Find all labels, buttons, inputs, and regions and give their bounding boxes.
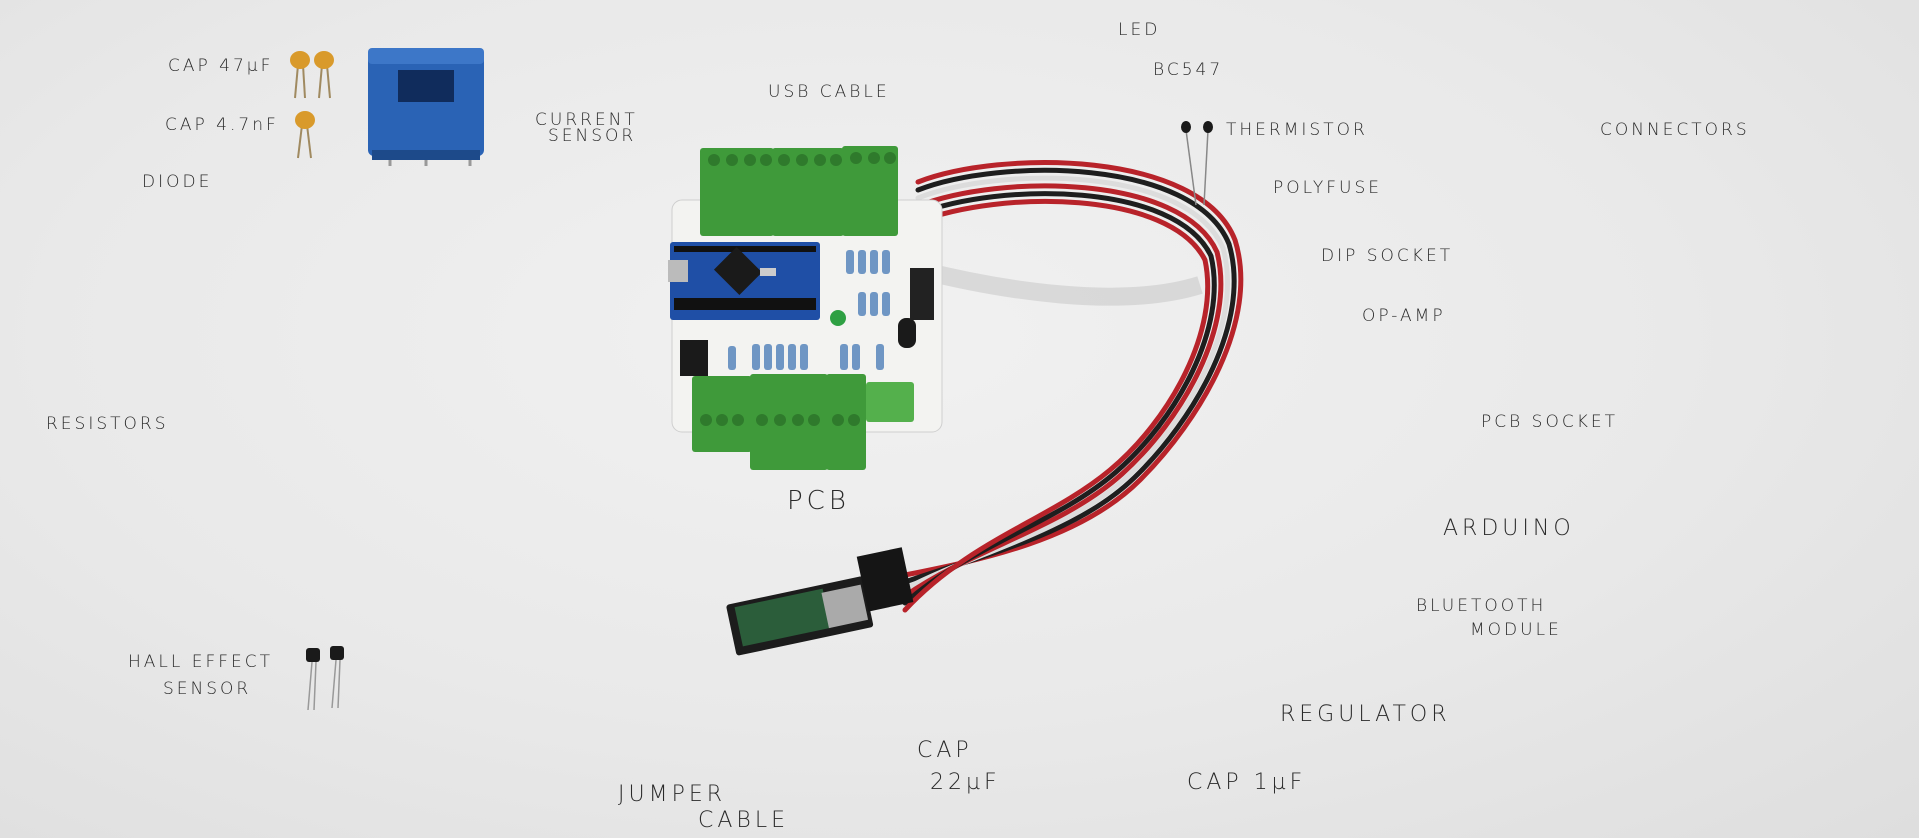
label-op-amp: OP-AMP bbox=[1362, 306, 1446, 326]
ceramic-capacitor-single bbox=[295, 111, 315, 159]
label-regulator: REGULATOR bbox=[1280, 702, 1451, 727]
label-thermistor: THERMISTOR bbox=[1226, 120, 1368, 140]
label-resistors: RESISTORS bbox=[46, 414, 169, 434]
label-jumper: JUMPER bbox=[618, 782, 727, 807]
label-cap-22uf: 22µF bbox=[930, 770, 1001, 795]
label-pcb: PCB bbox=[787, 486, 850, 516]
label-hall-effect-1: HALL EFFECT bbox=[128, 652, 274, 672]
bluetooth-module-part bbox=[726, 547, 914, 656]
ribbon-cable bbox=[902, 160, 1244, 613]
label-cap-47nf: CAP 4.7nF bbox=[165, 115, 279, 135]
label-arduino: ARDUINO bbox=[1443, 516, 1575, 541]
label-current-sensor-2: SENSOR bbox=[548, 126, 637, 146]
label-polyfuse: POLYFUSE bbox=[1273, 178, 1382, 198]
label-diode: DIODE bbox=[142, 172, 213, 192]
label-connectors: CONNECTORS bbox=[1600, 120, 1750, 140]
label-bluetooth-2: MODULE bbox=[1470, 620, 1562, 640]
label-bc547: BC547 bbox=[1153, 60, 1224, 80]
ceramic-capacitor-pair bbox=[290, 51, 334, 99]
label-cap-47uf: CAP 47µF bbox=[168, 56, 274, 76]
label-hall-effect-2: SENSOR bbox=[163, 679, 252, 699]
pcb-board bbox=[668, 146, 943, 470]
thermistor-part bbox=[1181, 121, 1213, 206]
label-led: LED bbox=[1118, 20, 1161, 40]
label-dip-socket: DIP SOCKET bbox=[1321, 246, 1454, 266]
label-usb-cable: USB CABLE bbox=[768, 82, 890, 102]
label-current-sensor-1: CURRENT bbox=[535, 110, 638, 130]
current-sensor-part bbox=[368, 48, 484, 166]
label-pcb-socket: PCB SOCKET bbox=[1481, 412, 1618, 432]
hall-effect-sensor-part bbox=[306, 646, 344, 711]
label-bluetooth-1: BLUETOOTH bbox=[1416, 596, 1547, 616]
label-cap-1uf: CAP 1µF bbox=[1187, 770, 1307, 795]
label-jumper-cable: CABLE bbox=[698, 808, 789, 833]
label-cap: CAP bbox=[917, 738, 973, 763]
